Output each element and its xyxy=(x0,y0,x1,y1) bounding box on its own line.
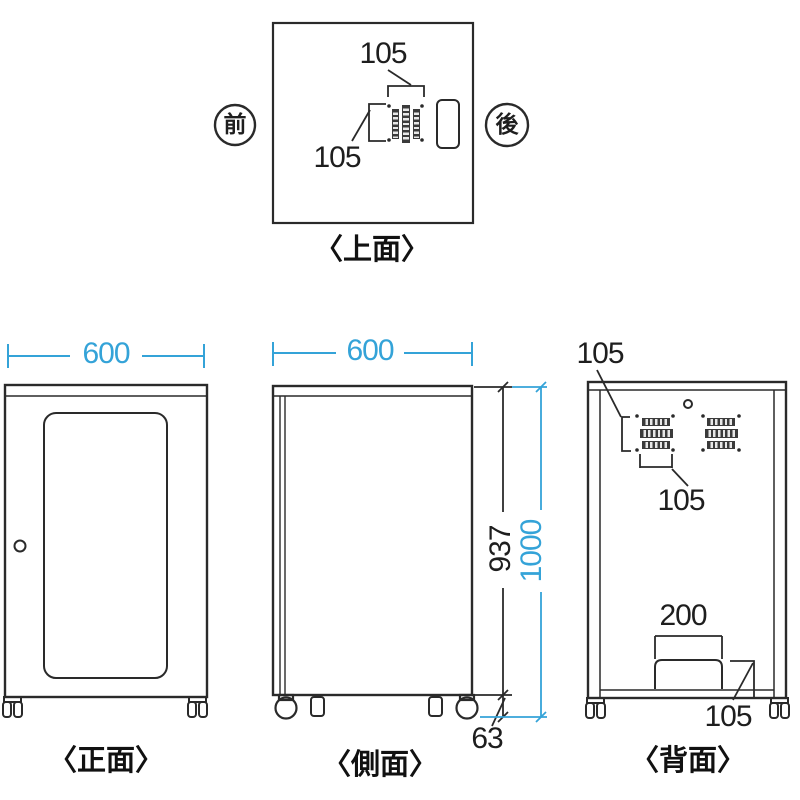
back-vent-width-dimension xyxy=(639,454,689,487)
front-caster-right xyxy=(187,696,208,718)
top-vent-column-3 xyxy=(413,109,420,139)
back-right-vent-bar-1 xyxy=(707,418,735,426)
front-view xyxy=(2,344,209,718)
back-right-vent-bar-2 xyxy=(705,429,738,438)
side-caster-right xyxy=(455,693,479,720)
back-left-vent-bar-3 xyxy=(642,441,670,449)
front-caster-left xyxy=(2,696,23,718)
back-cabinet-outline xyxy=(586,380,788,700)
back-caster-right xyxy=(769,697,790,719)
front-view-caption: 〈正面〉 xyxy=(47,745,164,777)
back-caster-left xyxy=(585,697,606,719)
side-view-caption: 〈側面〉 xyxy=(321,749,438,781)
side-caster-left xyxy=(274,693,298,720)
top-vent-column-2 xyxy=(402,105,410,143)
top-depth-leader xyxy=(351,109,371,142)
back-vent-corner-dots xyxy=(635,414,741,452)
back-vent-width-value: 105 xyxy=(657,484,705,517)
front-door-lock xyxy=(13,539,27,553)
top-width-bracket xyxy=(387,85,425,97)
side-foot-left xyxy=(310,696,325,717)
side-total-height-value: 1000 xyxy=(515,519,548,583)
side-view xyxy=(271,342,547,727)
top-outlet-knockout xyxy=(436,99,460,149)
front-side-label: 前 xyxy=(223,111,247,137)
back-screw-hole xyxy=(683,399,693,409)
top-view-outline xyxy=(271,21,475,225)
side-cabinet-outline xyxy=(271,384,474,697)
side-total-height-dimension xyxy=(480,381,547,723)
back-side-label: 後 xyxy=(495,111,519,137)
top-vent-column-1 xyxy=(392,109,399,139)
back-left-vent-bar-1 xyxy=(642,418,670,426)
back-opening-side-value: 105 xyxy=(704,700,752,733)
back-label-circle xyxy=(484,102,530,148)
back-vent-offset-value: 105 xyxy=(576,337,624,370)
back-opening-width-value: 200 xyxy=(659,599,707,632)
front-door-window xyxy=(43,412,168,679)
top-vent-depth-value: 105 xyxy=(313,141,361,174)
front-width-dimension xyxy=(7,344,205,368)
back-opening-width-dimension xyxy=(654,635,723,659)
front-cabinet-outline xyxy=(3,383,209,699)
top-view xyxy=(213,21,530,225)
top-vent-width-value: 105 xyxy=(359,37,407,70)
back-view-caption: 〈背面〉 xyxy=(629,745,746,777)
side-body-height-value: 937 xyxy=(484,525,517,573)
side-body-height-dimension xyxy=(474,381,512,701)
back-right-vent-bar-3 xyxy=(707,441,735,449)
back-cable-opening xyxy=(654,659,723,689)
side-depth-dimension xyxy=(272,342,473,366)
top-view-caption: 〈上面〉 xyxy=(313,234,430,266)
side-depth-value: 600 xyxy=(346,334,394,367)
back-vent-offset-dimension xyxy=(596,369,631,452)
side-foot-right xyxy=(428,696,443,717)
top-depth-bracket xyxy=(368,103,386,142)
side-caster-height-value: 63 xyxy=(471,722,503,755)
back-opening-side-dimension xyxy=(730,660,755,701)
front-label-circle xyxy=(213,103,257,147)
front-width-value: 600 xyxy=(82,337,130,370)
top-width-leader xyxy=(387,69,412,86)
back-view xyxy=(585,369,790,719)
top-vent-corner-dots xyxy=(387,104,424,142)
back-left-vent-bar-2 xyxy=(640,429,673,438)
